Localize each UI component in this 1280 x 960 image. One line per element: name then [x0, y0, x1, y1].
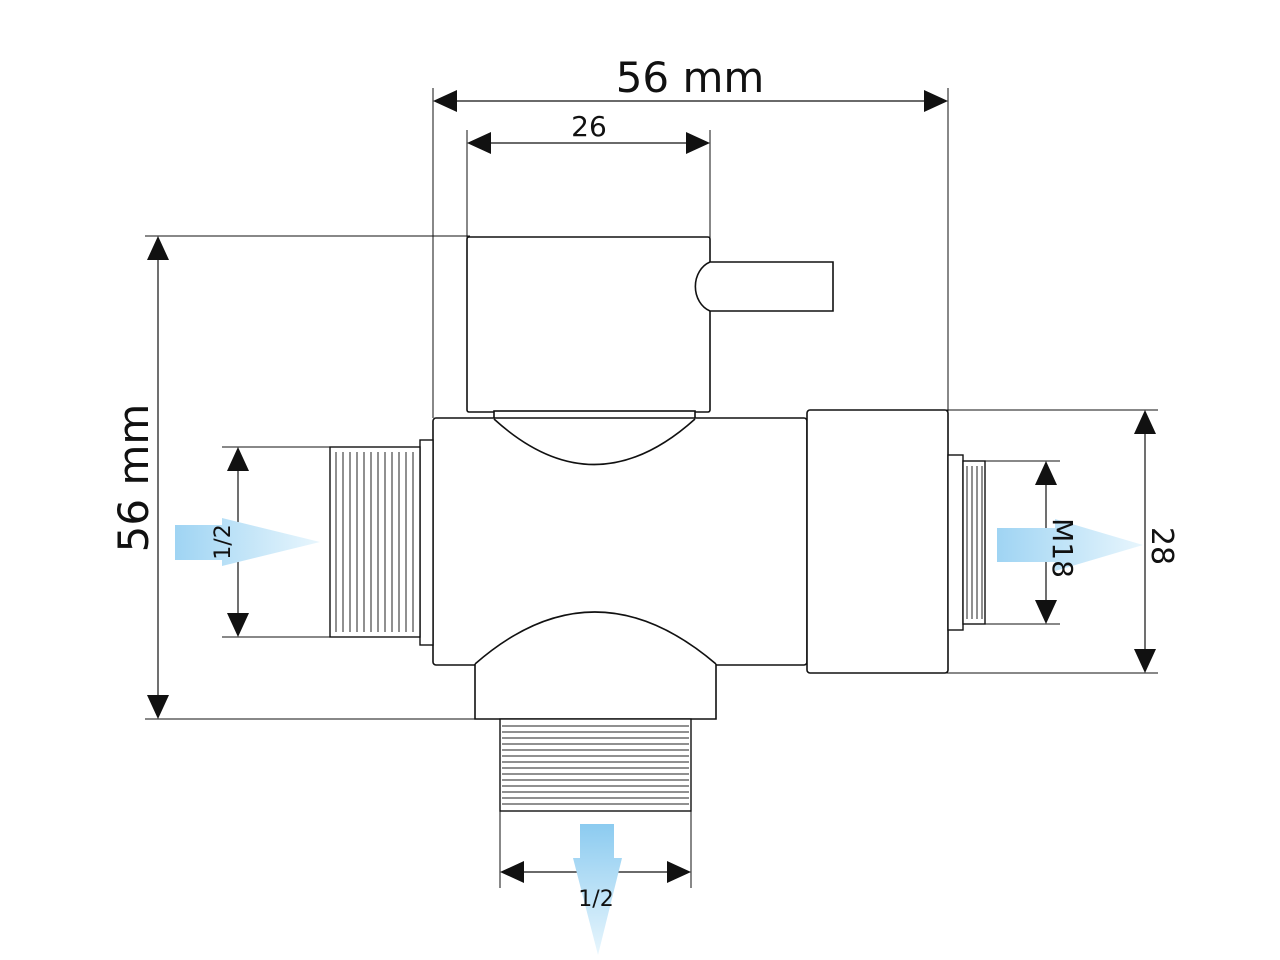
flow-arrow-right-outlet: [997, 519, 1143, 571]
label-outlet-thread: M18: [1046, 518, 1079, 578]
right-outlet-body: [806, 409, 949, 674]
dimension-overall-width: [433, 90, 948, 112]
outlet-thread-lines: [966, 466, 983, 619]
dimension-handle-width: [467, 132, 710, 154]
bottom-thread-lines: [502, 725, 689, 805]
main-body: [432, 417, 808, 666]
handle-lever: [694, 261, 834, 312]
extension-lines: [145, 88, 1158, 888]
dimension-overall-height: [147, 236, 169, 719]
label-right-body-height: 28: [1144, 527, 1179, 565]
flow-arrow-inlet: [175, 518, 320, 566]
outlet-thread: [947, 454, 986, 631]
bottom-neck: [474, 664, 717, 720]
dimension-right-body-height: [1134, 410, 1156, 673]
handle-knob: [466, 236, 711, 413]
bottom-thread: [499, 718, 692, 812]
valve-body: [432, 236, 949, 720]
label-overall-height: 56 mm: [109, 404, 158, 553]
inlet-thread-lines: [335, 452, 414, 632]
inlet-thread: [329, 439, 434, 646]
label-handle-width: 26: [571, 110, 607, 143]
flow-arrow-bottom-outlet: [573, 824, 622, 955]
label-bottom-thread: 1/2: [578, 887, 613, 912]
label-inlet-thread: 1/2: [211, 524, 236, 559]
label-overall-width: 56 mm: [616, 53, 765, 102]
